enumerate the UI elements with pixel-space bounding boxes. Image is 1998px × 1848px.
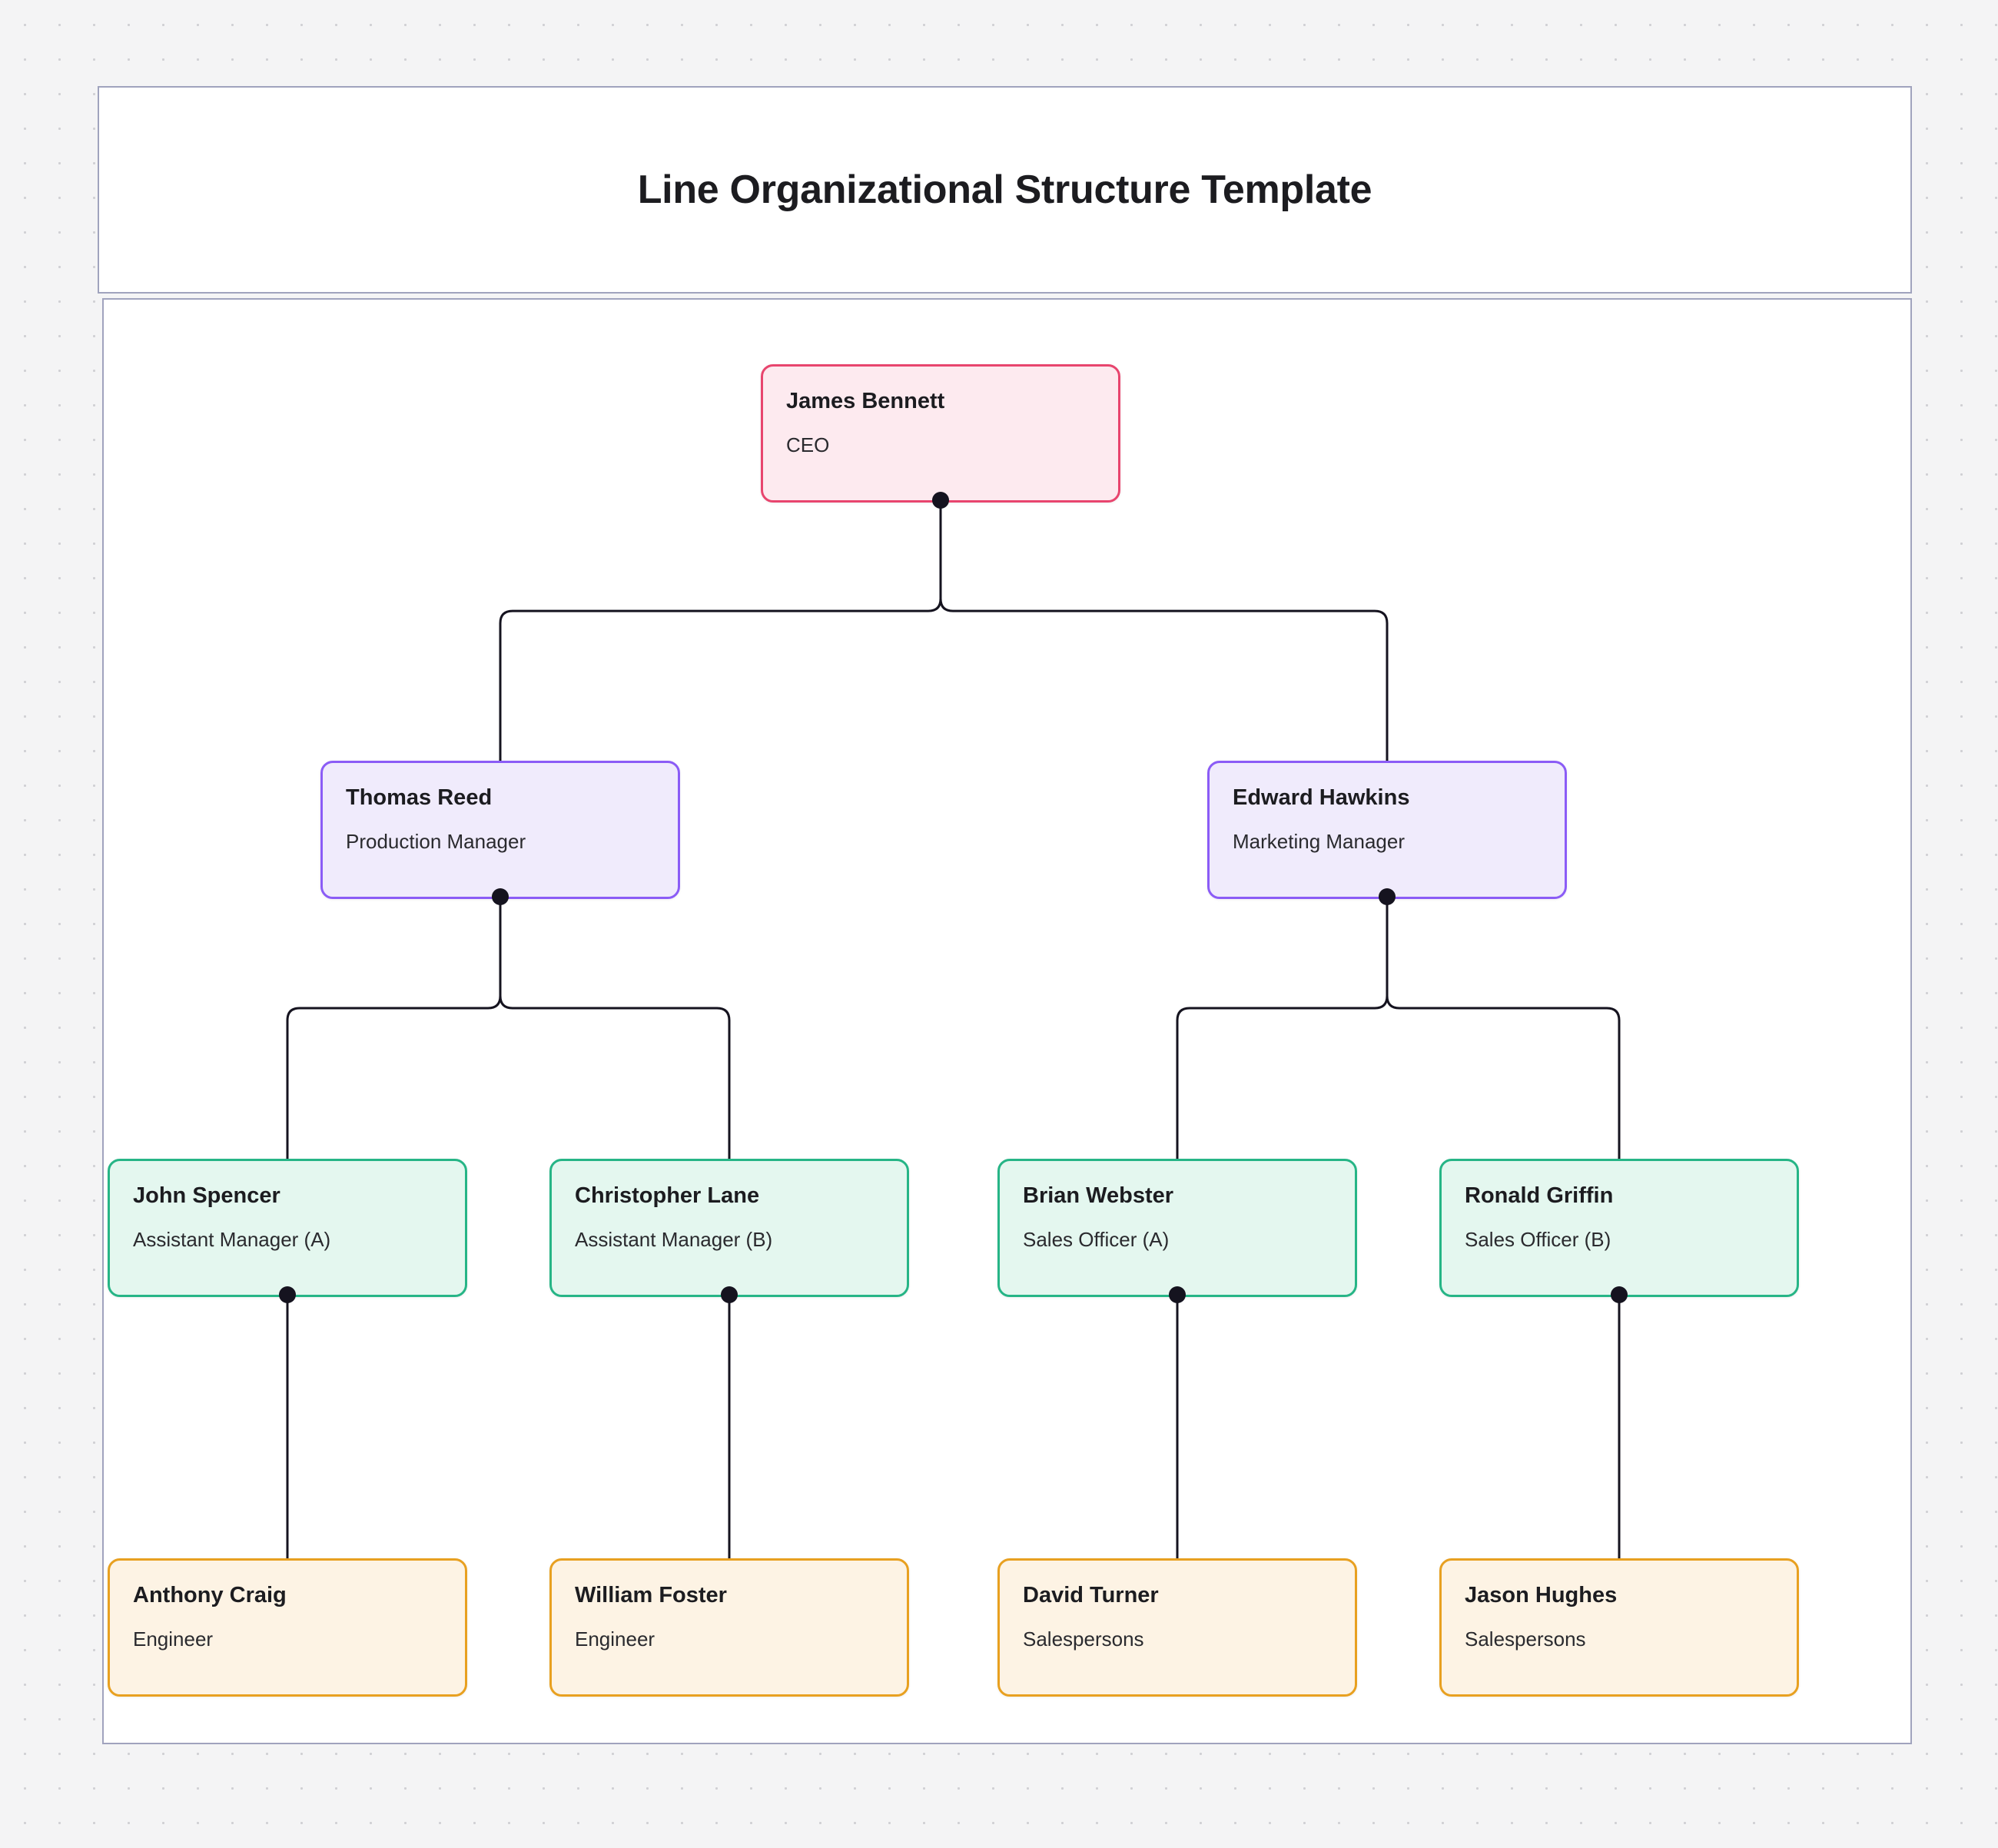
org-node-name: Anthony Craig <box>133 1583 287 1607</box>
org-node-name: Brian Webster <box>1023 1183 1174 1208</box>
org-node-name: John Spencer <box>133 1183 280 1208</box>
connector-prod_mgr-to-asst_a <box>286 897 502 1160</box>
connector-prod_mgr-to-asst_b <box>499 897 731 1160</box>
org-node-role: Production Manager <box>346 829 526 853</box>
connector-port-dot[interactable] <box>279 1286 296 1303</box>
connector-port-dot[interactable] <box>721 1286 738 1303</box>
title-panel: Line Organizational Structure Template <box>98 86 1912 294</box>
connector-mkt_mgr-to-sales_b <box>1386 897 1621 1160</box>
page-title: Line Organizational Structure Template <box>637 168 1372 212</box>
org-node-role: Salespersons <box>1465 1627 1586 1651</box>
connector-ceo-to-mkt_mgr <box>939 501 1389 762</box>
org-node-name: David Turner <box>1023 1583 1159 1607</box>
org-node-name: Christopher Lane <box>575 1183 760 1208</box>
connector-layer <box>286 501 1621 1560</box>
org-node-role: Assistant Manager (B) <box>575 1227 773 1251</box>
connector-port-dot[interactable] <box>492 888 509 905</box>
org-node-role: Engineer <box>133 1627 214 1651</box>
org-node-name: Ronald Griffin <box>1465 1183 1614 1208</box>
org-node-name: Thomas Reed <box>346 785 493 810</box>
org-node-role: Assistant Manager (A) <box>133 1227 331 1251</box>
connector-port-dot[interactable] <box>1611 1286 1628 1303</box>
org-node-role: Sales Officer (B) <box>1465 1227 1611 1251</box>
org-node-name: Jason Hughes <box>1465 1583 1618 1607</box>
connector-port-dot[interactable] <box>932 492 949 509</box>
connector-mkt_mgr-to-sales_a <box>1176 897 1389 1160</box>
connector-port-dot[interactable] <box>1379 888 1396 905</box>
org-node-role: Engineer <box>575 1627 655 1651</box>
org-node-role: Salespersons <box>1023 1627 1144 1651</box>
org-node-role: Marketing Manager <box>1233 829 1405 853</box>
org-node-name: James Bennett <box>786 389 945 413</box>
org-node-name: Edward Hawkins <box>1233 785 1410 810</box>
org-node-role: Sales Officer (A) <box>1023 1227 1170 1251</box>
org-node-role: CEO <box>786 433 830 456</box>
connector-port-dot[interactable] <box>1169 1286 1186 1303</box>
connector-ceo-to-prod_mgr <box>499 501 942 762</box>
org-node-name: William Foster <box>575 1583 727 1607</box>
